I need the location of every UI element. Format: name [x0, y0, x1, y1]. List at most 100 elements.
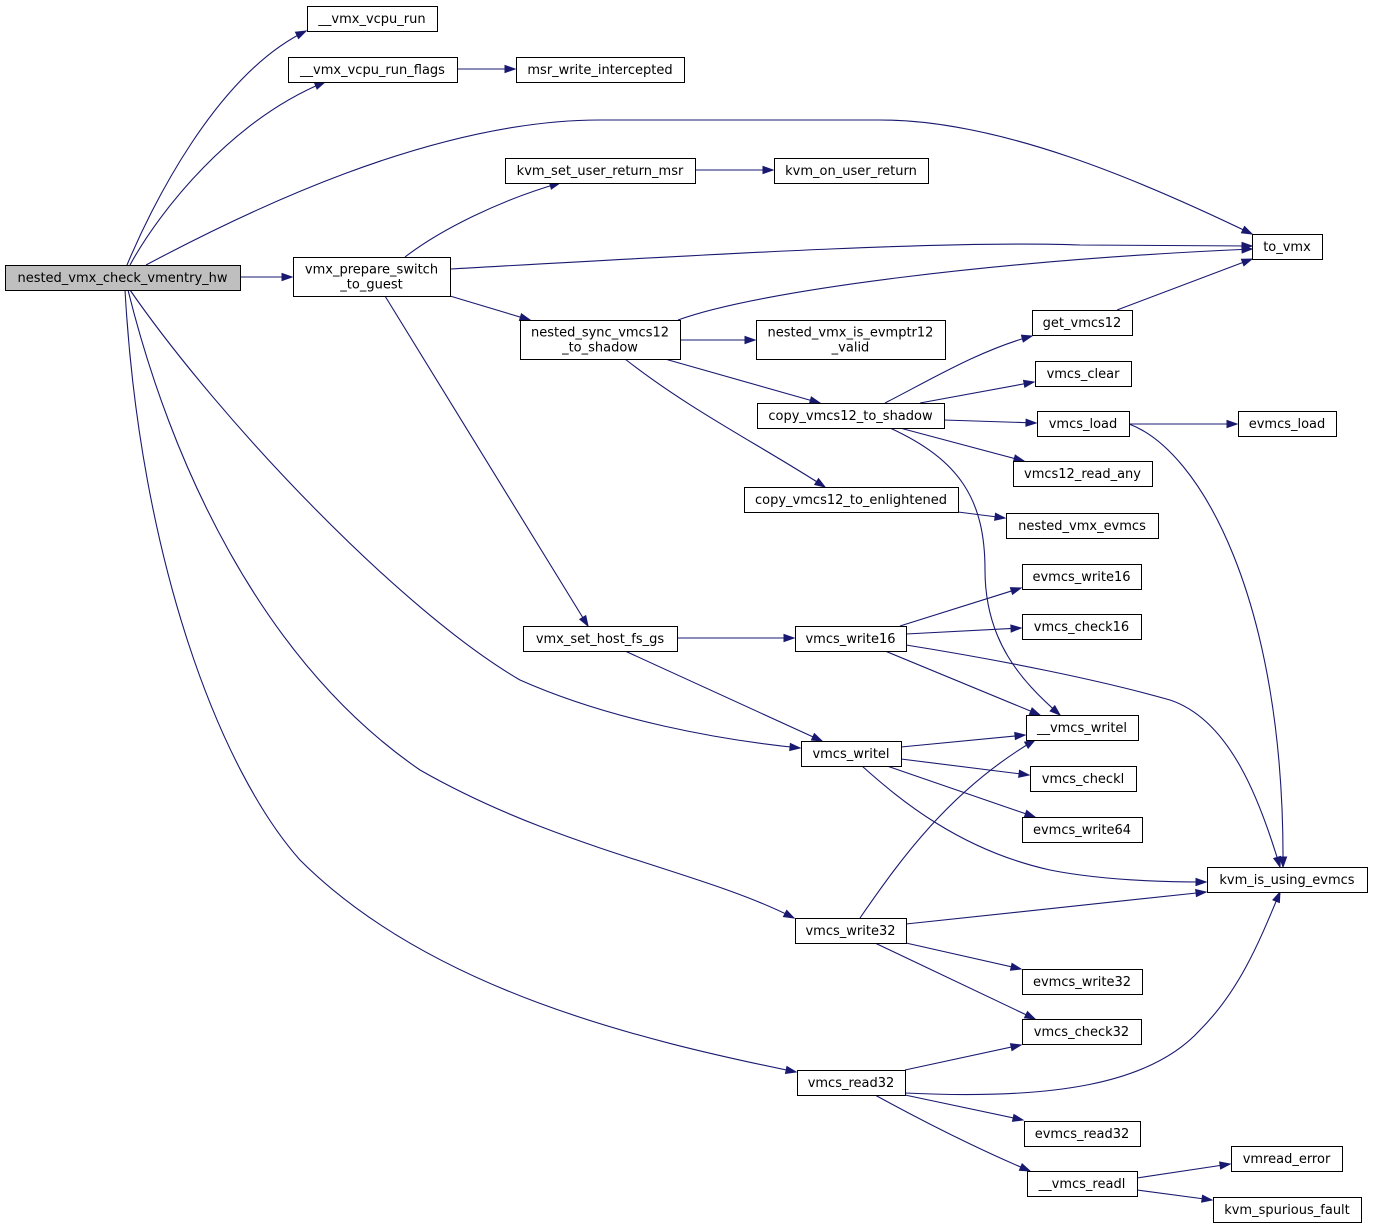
node-vmread-error[interactable]: vmread_error — [1231, 1146, 1343, 1172]
node-label: _to_guest — [339, 278, 402, 293]
edge-nested_sync-to-is_evmptr12 — [680, 335, 757, 345]
arrowhead-icon — [1028, 707, 1042, 716]
node-box — [516, 57, 685, 83]
node-label: to_vmx — [1263, 240, 1311, 255]
node-label: evmcs_write16 — [1032, 570, 1130, 585]
edge-vmx_prepare_switch-to-nested_sync — [449, 295, 532, 322]
node-copy-shadow[interactable]: copy_vmcs12_to_shadow — [757, 403, 945, 429]
node-vmcs-writel-inner[interactable]: __vmcs_writel — [1026, 715, 1139, 741]
edge-line — [884, 650, 1041, 716]
node-box — [307, 6, 438, 32]
node-vcpu-run[interactable]: __vmx_vcpu_run — [307, 6, 438, 32]
edge-vmcs_readl-to-vmread_error — [1136, 1161, 1232, 1179]
node-kvm-spurious-fault[interactable]: kvm_spurious_fault — [1213, 1197, 1362, 1223]
arrowhead-icon — [1009, 1043, 1023, 1052]
edge-line — [624, 358, 826, 488]
node-evmcs-write64[interactable]: evmcs_write64 — [1022, 817, 1143, 843]
node-box — [1231, 1146, 1343, 1172]
edge-line — [1116, 258, 1253, 311]
edge-copy_shadow-to-vmcs_writel_inner — [889, 427, 1062, 716]
node-vmx-set-host-fs-gs[interactable]: vmx_set_host_fs_gs — [523, 626, 678, 652]
node-kvm-on-user-return[interactable]: kvm_on_user_return — [774, 158, 929, 184]
edge-line — [129, 289, 801, 749]
arrowhead-icon — [294, 30, 308, 40]
edge-copy_shadow-to-get_vmcs12 — [884, 334, 1034, 404]
edge-line — [677, 248, 1253, 321]
edge-line — [886, 765, 1036, 818]
arrowhead-icon — [1023, 1010, 1037, 1020]
arrowhead-icon — [1278, 856, 1288, 869]
edge-line — [126, 30, 307, 266]
arrowhead-icon — [808, 396, 822, 405]
edge-root-to-vmcs_writel — [129, 289, 802, 752]
edge-line — [127, 289, 795, 919]
node-box — [288, 57, 458, 83]
arrowhead-icon — [1010, 624, 1023, 633]
arrowhead-icon — [1241, 245, 1254, 254]
node-vmcs-check32[interactable]: vmcs_check32 — [1022, 1019, 1142, 1045]
edge-line — [904, 891, 1281, 1096]
edge-line — [900, 758, 1030, 776]
node-msr-write-intercepted[interactable]: msr_write_intercepted — [516, 57, 685, 83]
arrowhead-icon — [762, 165, 775, 175]
edge-line — [859, 739, 1036, 919]
node-box — [1032, 310, 1133, 336]
node-box — [293, 257, 451, 297]
edge-root-to-vcpu_run — [126, 30, 308, 266]
node-nested-sync[interactable]: nested_sync_vmcs12_to_shadow — [520, 320, 681, 360]
node-label: __vmcs_writel — [1036, 721, 1127, 736]
node-kvm-is-using-evmcs[interactable]: kvm_is_using_evmcs — [1207, 867, 1368, 893]
edge-vmcs_write32-to-evmcs_write32 — [905, 942, 1023, 971]
edge-vmcs_writel-to-evmcs_write64 — [886, 765, 1037, 818]
node-vmcs-read32[interactable]: vmcs_read32 — [797, 1070, 906, 1096]
edge-line — [904, 1094, 1024, 1121]
edge-nested_sync-to-to_vmx — [677, 245, 1254, 321]
arrowhead-icon — [504, 64, 517, 74]
node-evmcs-write16[interactable]: evmcs_write16 — [1022, 564, 1142, 590]
edge-vmx_set_host_fs_gs-to-vmcs_write16 — [677, 633, 796, 643]
node-nested-vmx-evmcs[interactable]: nested_vmx_evmcs — [1006, 513, 1159, 539]
edge-vmcs_write16-to-evmcs_write16 — [899, 587, 1023, 627]
arrowhead-icon — [1009, 587, 1023, 596]
edge-line — [905, 644, 1281, 868]
node-evmcs-read32[interactable]: evmcs_read32 — [1024, 1121, 1141, 1147]
node-vmcs-writel[interactable]: vmcs_writel — [801, 741, 902, 767]
arrowhead-icon — [1018, 769, 1031, 778]
arrowhead-icon — [1011, 1113, 1025, 1122]
node-vmcs12-read-any[interactable]: vmcs12_read_any — [1013, 461, 1153, 487]
edge-vmcs_write32-to-kvm_is_using_evmcs — [905, 888, 1208, 925]
node-vmcs-write16[interactable]: vmcs_write16 — [795, 626, 907, 652]
node-box — [505, 158, 696, 184]
node-vmcs-checkl[interactable]: vmcs_checkl — [1030, 766, 1137, 792]
node-vcpu-run-flags[interactable]: __vmx_vcpu_run_flags — [288, 57, 458, 83]
edge-line — [449, 243, 1253, 270]
arrowhead-icon — [783, 633, 796, 643]
node-label: vmcs_clear — [1047, 367, 1121, 382]
node-box — [797, 1070, 906, 1096]
edge-vmx_set_host_fs_gs-to-vmcs_writel — [624, 650, 824, 742]
node-vmcs-readl[interactable]: __vmcs_readl — [1027, 1171, 1138, 1197]
edge-line — [874, 942, 1036, 1020]
node-vmcs-clear[interactable]: vmcs_clear — [1035, 361, 1132, 387]
node-vmx-prepare-switch[interactable]: vmx_prepare_switch_to_guest — [293, 257, 451, 297]
edge-copy_enl-to-nested_vmx_evmcs — [957, 511, 1007, 521]
node-vmcs-write32[interactable]: vmcs_write32 — [795, 918, 907, 944]
node-vmcs-load[interactable]: vmcs_load — [1037, 411, 1130, 437]
node-get-vmcs12[interactable]: get_vmcs12 — [1032, 310, 1133, 336]
arrowhead-icon — [1022, 379, 1036, 389]
node-evmcs-load[interactable]: evmcs_load — [1238, 411, 1337, 437]
edge-copy_shadow-to-vmcs_clear — [919, 379, 1036, 404]
edge-nested_sync-to-copy_enl — [624, 358, 827, 488]
edge-line — [664, 358, 821, 404]
node-is-evmptr12[interactable]: nested_vmx_is_evmptr12_valid — [756, 320, 946, 360]
node-vmcs-check16[interactable]: vmcs_check16 — [1022, 614, 1142, 640]
edge-line — [1136, 1189, 1213, 1201]
node-label: kvm_is_using_evmcs — [1219, 873, 1354, 888]
edge-line — [124, 289, 797, 1073]
node-kvm-set-user-return-msr[interactable]: kvm_set_user_return_msr — [505, 158, 696, 184]
node-box — [774, 158, 929, 184]
node-to-vmx[interactable]: to_vmx — [1252, 234, 1323, 260]
node-box — [801, 741, 902, 767]
node-copy-enl[interactable]: copy_vmcs12_to_enlightened — [744, 487, 959, 513]
node-evmcs-write32[interactable]: evmcs_write32 — [1022, 969, 1143, 995]
